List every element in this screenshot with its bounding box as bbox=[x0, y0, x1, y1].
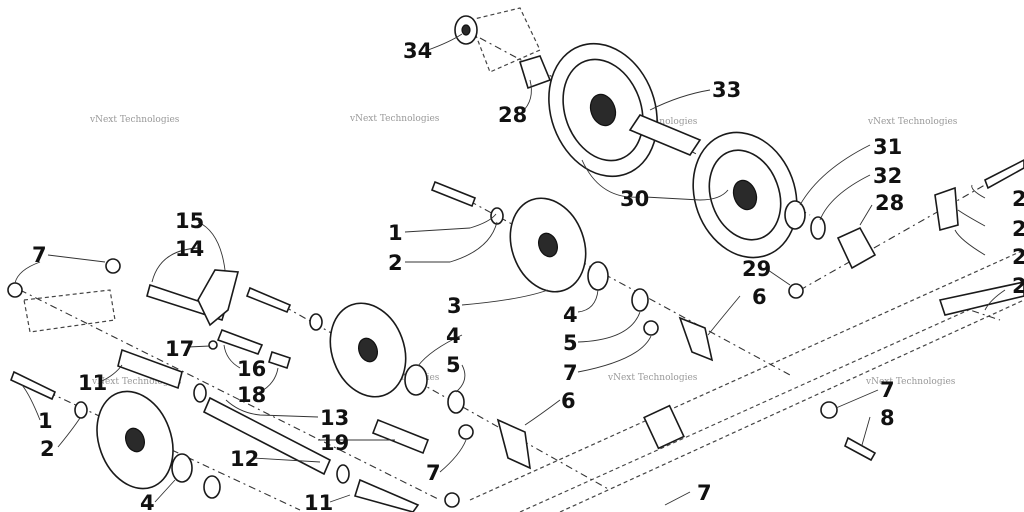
callout-7: 7 bbox=[563, 361, 578, 385]
callout-8: 8 bbox=[880, 406, 895, 430]
bolt-1-low bbox=[245, 286, 292, 314]
watermark: vNext Technologies bbox=[91, 377, 182, 387]
washer-2-mid bbox=[490, 207, 504, 225]
callout-right-1: 2 bbox=[1012, 187, 1024, 211]
callout-4: 4 bbox=[563, 303, 578, 327]
tube-11-upper bbox=[117, 348, 183, 390]
callout-right-4: 2 bbox=[1012, 274, 1024, 298]
callout-18: 18 bbox=[237, 383, 266, 407]
callout-5: 5 bbox=[563, 331, 578, 355]
bracket-right bbox=[934, 186, 959, 232]
nut-7-left bbox=[7, 282, 23, 298]
slide-rail-frame bbox=[23, 7, 1024, 512]
spacer-18 bbox=[268, 350, 291, 370]
snap-ring-5-low bbox=[447, 390, 465, 414]
callout-13: 13 bbox=[320, 406, 349, 430]
callout-15: 15 bbox=[175, 209, 204, 233]
callout-29: 29 bbox=[742, 257, 771, 281]
lower-left-assembly bbox=[9, 370, 430, 512]
bearing-4-left bbox=[171, 453, 193, 483]
bracket-6-mid bbox=[678, 316, 714, 362]
callouts: 34 28 33 30 31 32 28 29 1 2 3 4 5 6 7 4 … bbox=[32, 39, 1024, 512]
washer-7-left bbox=[105, 258, 121, 274]
lower-wheel-assembly bbox=[245, 286, 531, 508]
callout-right-3: 2 bbox=[1012, 245, 1024, 269]
watermark: vNext Technologies bbox=[89, 115, 180, 125]
snap-ring-5-mid bbox=[631, 288, 649, 312]
callout-28: 28 bbox=[498, 103, 527, 127]
callout-11: 11 bbox=[304, 491, 333, 512]
callout-6: 6 bbox=[752, 285, 767, 309]
callout-33: 33 bbox=[712, 78, 741, 102]
callout-right-2: 2 bbox=[1012, 217, 1024, 241]
bolt-1-left bbox=[9, 370, 57, 401]
bearing-4-low bbox=[404, 364, 428, 396]
bolt-8 bbox=[844, 436, 877, 462]
bushing-28-lower bbox=[836, 226, 877, 270]
callout-12: 12 bbox=[230, 447, 259, 471]
nut-7-low bbox=[458, 424, 474, 440]
callout-11: 11 bbox=[78, 371, 107, 395]
watermark: vNext Technologies bbox=[865, 377, 956, 387]
nut-7-right bbox=[820, 401, 838, 419]
spacer-19 bbox=[371, 418, 430, 455]
washer-12 bbox=[193, 383, 207, 403]
callout-34: 34 bbox=[403, 39, 432, 63]
shaft-13 bbox=[202, 396, 332, 476]
callout-32: 32 bbox=[873, 164, 902, 188]
axle-right bbox=[938, 281, 1024, 316]
nut-7-bottom bbox=[444, 492, 460, 508]
spacer-33 bbox=[628, 114, 702, 156]
shock-arm-assembly bbox=[7, 258, 291, 390]
bearing-4-mid bbox=[587, 261, 609, 291]
callout-1: 1 bbox=[38, 409, 53, 433]
callout-16: 16 bbox=[237, 357, 266, 381]
bearing-31 bbox=[784, 200, 806, 230]
grease-fitting-17 bbox=[208, 340, 218, 350]
callout-2: 2 bbox=[40, 437, 55, 461]
bolt-right bbox=[984, 159, 1024, 190]
tube-11-lower bbox=[353, 478, 420, 512]
snap-ring-32 bbox=[810, 216, 826, 240]
washer-2-left bbox=[74, 401, 88, 419]
callout-6: 6 bbox=[561, 389, 576, 413]
upper-idler-wheel-assembly bbox=[454, 15, 1024, 316]
callout-30: 30 bbox=[620, 187, 649, 211]
middle-wheel-assembly bbox=[430, 180, 877, 462]
callout-3: 3 bbox=[447, 294, 462, 318]
watermark: vNext Technologies bbox=[349, 114, 440, 124]
nut-29 bbox=[788, 283, 804, 299]
callout-7: 7 bbox=[426, 461, 441, 485]
callout-5: 5 bbox=[446, 353, 461, 377]
arm-15 bbox=[197, 269, 240, 327]
bracket-6-low bbox=[496, 418, 531, 470]
callout-1: 1 bbox=[388, 221, 403, 245]
watermark: vNext Technologies bbox=[867, 117, 958, 127]
watermark: vNext Technologies bbox=[607, 373, 698, 383]
callout-4: 4 bbox=[446, 324, 461, 348]
bushing-16 bbox=[216, 328, 264, 355]
leader-lines bbox=[14, 33, 1006, 506]
callout-14: 14 bbox=[175, 237, 204, 261]
callout-4: 4 bbox=[140, 491, 155, 512]
callout-2: 2 bbox=[388, 251, 403, 275]
callout-17: 17 bbox=[165, 337, 194, 361]
callout-7: 7 bbox=[697, 481, 712, 505]
callout-28: 28 bbox=[875, 191, 904, 215]
snap-ring-left bbox=[203, 475, 221, 499]
washer-2-low bbox=[309, 313, 323, 331]
callout-7: 7 bbox=[32, 243, 47, 267]
nut-7-mid bbox=[643, 320, 659, 336]
bolt-1-mid bbox=[430, 180, 477, 208]
washer-12b bbox=[336, 464, 350, 484]
callout-31: 31 bbox=[873, 135, 902, 159]
bushing-28-upper bbox=[518, 55, 552, 90]
callout-7: 7 bbox=[880, 378, 895, 402]
callout-19: 19 bbox=[320, 431, 349, 455]
